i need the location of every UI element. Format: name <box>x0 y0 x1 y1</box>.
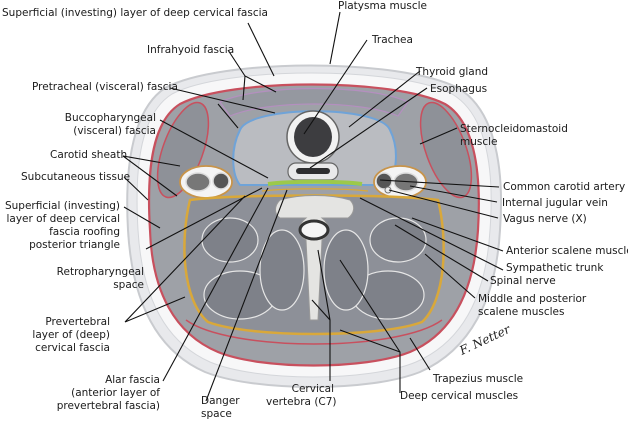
deep-muscle-bundles <box>201 217 427 320</box>
label-scalene-line1: Middle and posterior <box>478 293 587 305</box>
label-prevertebral-fascia: Prevertebral layer of (deep) cervical fa… <box>20 316 110 355</box>
label-roof-line3: fascia roofing <box>49 226 120 238</box>
label-roof-line2: layer of deep cervical <box>6 213 120 225</box>
label-deep-cervical-muscles: Deep cervical muscles <box>400 390 519 402</box>
label-roof-line4: posterior triangle <box>29 239 120 251</box>
leader-lines <box>122 11 504 402</box>
label-middle-posterior-scalene-muscles: Middle and posterior scalene muscles <box>478 293 586 319</box>
label-pretracheal-fascia: Pretracheal (visceral) fascia <box>32 81 178 93</box>
infrahyoid-muscles <box>219 87 409 117</box>
label-buccopharyngeal-line2: (visceral) fascia <box>73 125 156 137</box>
buccopharyngeal-fascia <box>267 179 363 186</box>
label-infrahyoid-fascia: Infrahyoid fascia <box>147 44 235 56</box>
scm-right <box>419 101 473 199</box>
label-cervical-vertebra-c7: Cervical vertebra (C7) <box>266 383 337 409</box>
label-alar-line3: prevertebral fascia) <box>56 400 160 412</box>
label-vagus-nerve: Vagus nerve (X) <box>503 213 587 225</box>
label-retropharyngeal-space: Retropharyngeal space <box>20 266 144 292</box>
esophagus-lumen <box>296 168 330 174</box>
trachea-lumen <box>294 117 332 157</box>
label-danger-line2: space <box>201 408 232 420</box>
scm-left <box>156 101 210 199</box>
jugular-left <box>185 172 211 192</box>
label-prevertebral-line1: Prevertebral <box>45 316 110 328</box>
label-prevertebral-line2: layer of (deep) <box>32 329 110 341</box>
label-retropharyngeal-line2: space <box>113 279 144 291</box>
label-sympathetic-trunk: Sympathetic trunk <box>506 262 604 274</box>
label-thyroid-gland: Thyroid gland <box>416 66 489 78</box>
label-alar-line1: Alar fascia <box>105 374 160 386</box>
label-scalene-line2: scalene muscles <box>478 306 565 318</box>
label-vertebra-line1: Cervical <box>291 383 334 395</box>
label-roof-line1: Superficial (investing) <box>4 200 120 212</box>
label-spinal-nerve: Spinal nerve <box>490 275 556 287</box>
label-alar-fascia: Alar fascia (anterior layer of preverteb… <box>40 374 160 413</box>
label-common-carotid-artery: Common carotid artery <box>503 181 626 193</box>
label-superficial-investing-fascia: Superficial (investing) layer of deep ce… <box>2 7 268 19</box>
label-sternocleidomastoid-muscle: Sternocleidomastoid muscle <box>460 123 568 149</box>
label-trapezius-muscle: Trapezius muscle <box>433 373 524 385</box>
label-subcutaneous-tissue: Subcutaneous tissue <box>21 171 131 183</box>
label-prevertebral-line3: cervical fascia <box>35 342 110 354</box>
label-vertebra-line2: vertebra (C7) <box>266 396 337 408</box>
label-buccopharyngeal-fascia: Buccopharyngeal (visceral) fascia <box>40 112 156 138</box>
label-danger-space: Danger space <box>201 395 240 421</box>
label-superficial-fascia-roofing-posterior-triangle: Superficial (investing) layer of deep ce… <box>2 200 120 252</box>
label-esophagus: Esophagus <box>430 83 488 95</box>
label-internal-jugular-vein: Internal jugular vein <box>502 197 608 209</box>
trapezius-muscle <box>185 319 443 345</box>
spinal-cord <box>298 219 330 241</box>
label-anterior-scalene-muscle: Anterior scalene muscle <box>506 245 628 257</box>
alar-fascia <box>261 188 369 192</box>
label-scm-line2: muscle <box>460 136 498 148</box>
label-buccopharyngeal-line1: Buccopharyngeal <box>64 112 156 124</box>
label-danger-line1: Danger <box>201 395 240 407</box>
label-platysma-muscle: Platysma muscle <box>338 0 427 12</box>
common-carotid-left <box>212 172 230 190</box>
label-retropharyngeal-line1: Retropharyngeal <box>56 266 144 278</box>
label-carotid-sheath: Carotid sheath <box>50 149 128 161</box>
label-scm-line1: Sternocleidomastoid <box>460 123 568 135</box>
label-alar-line2: (anterior layer of <box>71 387 160 399</box>
label-trachea: Trachea <box>372 34 413 46</box>
